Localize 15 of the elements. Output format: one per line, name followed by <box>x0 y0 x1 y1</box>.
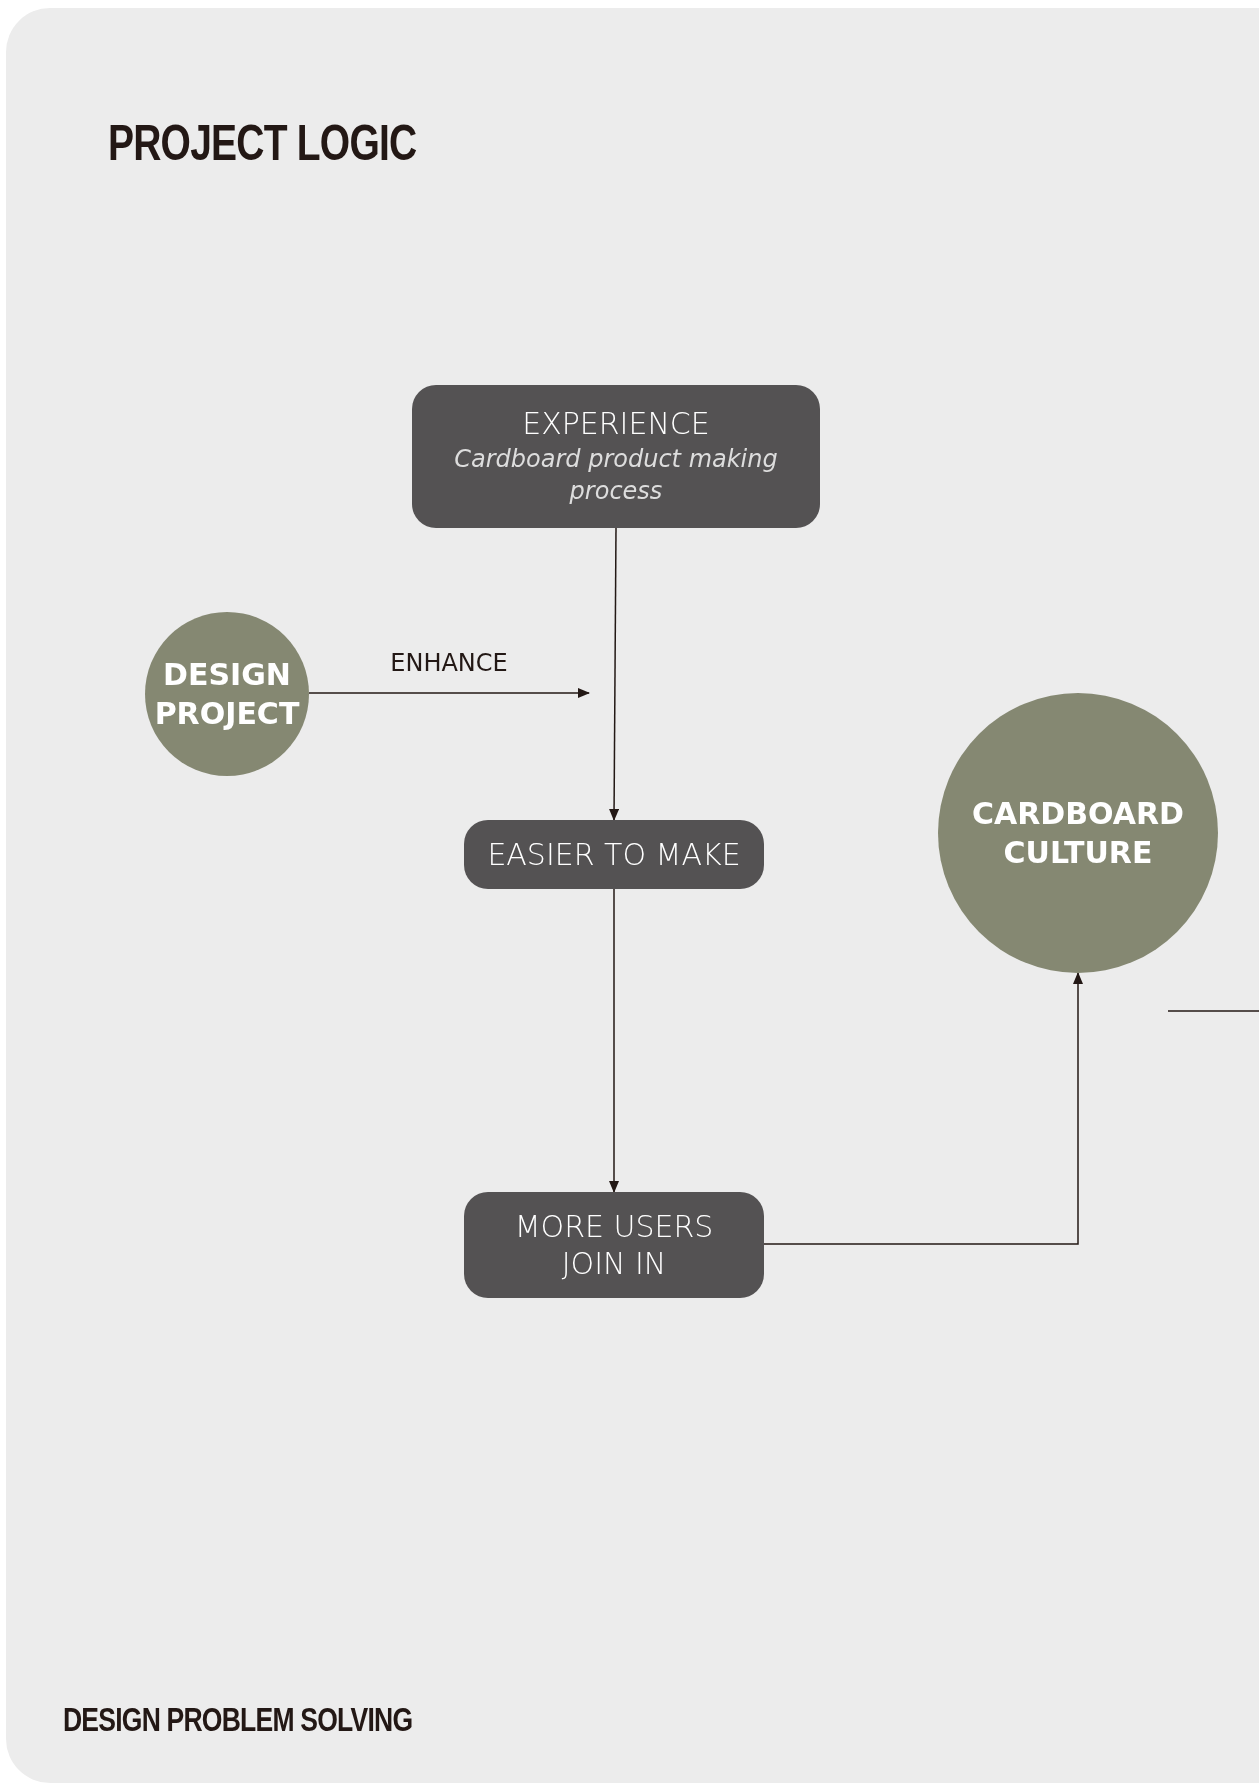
arrow <box>609 888 619 1193</box>
arrow <box>763 972 1083 1245</box>
node-label: DESIGN PROJECT <box>153 656 301 733</box>
node-label: MORE USERS JOIN IN <box>514 1207 714 1283</box>
node-label: EASIER TO MAKE <box>487 835 741 874</box>
arrow <box>308 688 590 698</box>
node-label: EXPERIENCE <box>522 405 710 443</box>
node-label: CARDBOARD CULTURE <box>971 795 1185 872</box>
arrow <box>609 527 620 821</box>
footer-heading: DESIGN PROBLEM SOLVING <box>63 1700 413 1739</box>
rounded-box <box>412 385 820 528</box>
rounded-box <box>464 1192 764 1298</box>
page-title: PROJECT LOGIC <box>108 114 417 172</box>
rounded-box <box>464 820 764 889</box>
node-subtitle: Cardboard product making process <box>453 443 779 508</box>
